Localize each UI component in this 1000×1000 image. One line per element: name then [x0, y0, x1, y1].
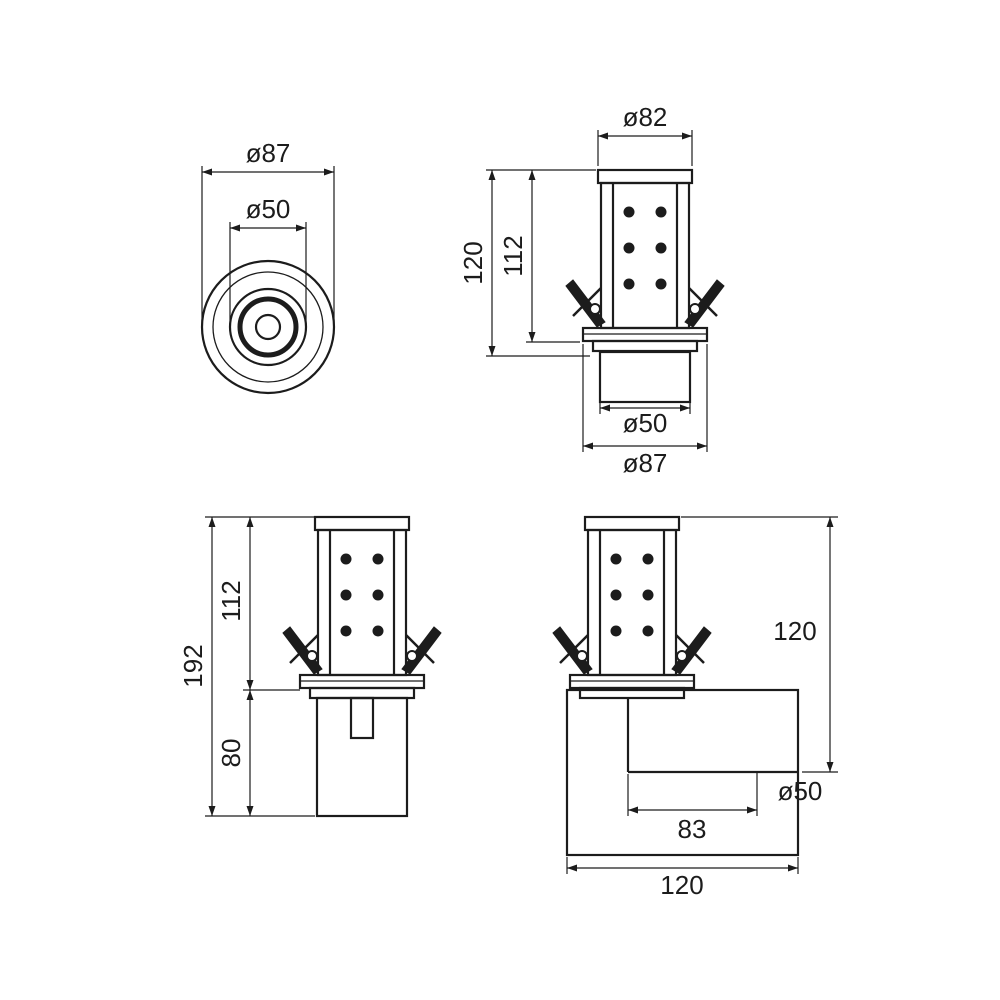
dim-label-housing-inner-width: 83 — [678, 814, 707, 844]
front-view-recess-box — [598, 350, 692, 404]
top-view-reflector-ring — [237, 296, 299, 358]
dim-label-housing-depth: 120 — [773, 616, 816, 646]
dim-label-front-height-total: 120 — [458, 241, 488, 284]
front-dim-height-body: 112 — [498, 170, 580, 343]
dim-label-front-height-body: 112 — [498, 235, 528, 276]
dim-label-front-top: ø82 — [623, 102, 668, 132]
top-view: ø87 ø50 — [200, 138, 336, 395]
dim-label-front-cutout: ø50 — [623, 408, 668, 438]
housing-dim-width: 120 — [566, 857, 799, 900]
front-dim-cutout: ø50 — [599, 402, 691, 438]
side-dim-upper: 112 — [216, 517, 254, 690]
top-view-outer-circle — [200, 259, 336, 395]
housing-dim-inner-width: 83 — [627, 772, 758, 844]
housing-view: 120 ø50 83 120 — [551, 515, 838, 900]
dim-label-top-outer: ø87 — [246, 138, 291, 168]
side-view-stem — [349, 696, 375, 740]
housing-dim-depth: 120 — [681, 516, 838, 773]
dim-label-housing-width: 120 — [660, 870, 703, 900]
dim-label-side-upper: 112 — [216, 580, 246, 621]
front-view: ø82 120 112 ø50 ø87 — [458, 102, 726, 478]
side-dim-lower: 80 — [216, 690, 254, 816]
front-dim-top: ø82 — [597, 102, 693, 166]
front-dim-flange: ø87 — [582, 344, 708, 478]
side-dim-total: 192 — [178, 517, 216, 816]
top-view-ring — [212, 271, 324, 383]
dim-label-side-total: 192 — [178, 644, 208, 687]
dim-label-front-flange: ø87 — [623, 448, 668, 478]
side-view: 192 112 80 — [178, 515, 443, 818]
dim-label-housing-cutout: ø50 — [778, 776, 823, 806]
dim-label-side-lower: 80 — [216, 739, 246, 768]
top-view-dim-outer: ø87 — [201, 138, 335, 327]
dim-label-top-inner: ø50 — [246, 194, 291, 224]
front-dim-height-total: 120 — [458, 169, 596, 357]
top-view-lamp-circle — [254, 313, 282, 341]
side-view-lower-housing — [315, 696, 409, 818]
top-view-dim-inner: ø50 — [229, 194, 307, 327]
